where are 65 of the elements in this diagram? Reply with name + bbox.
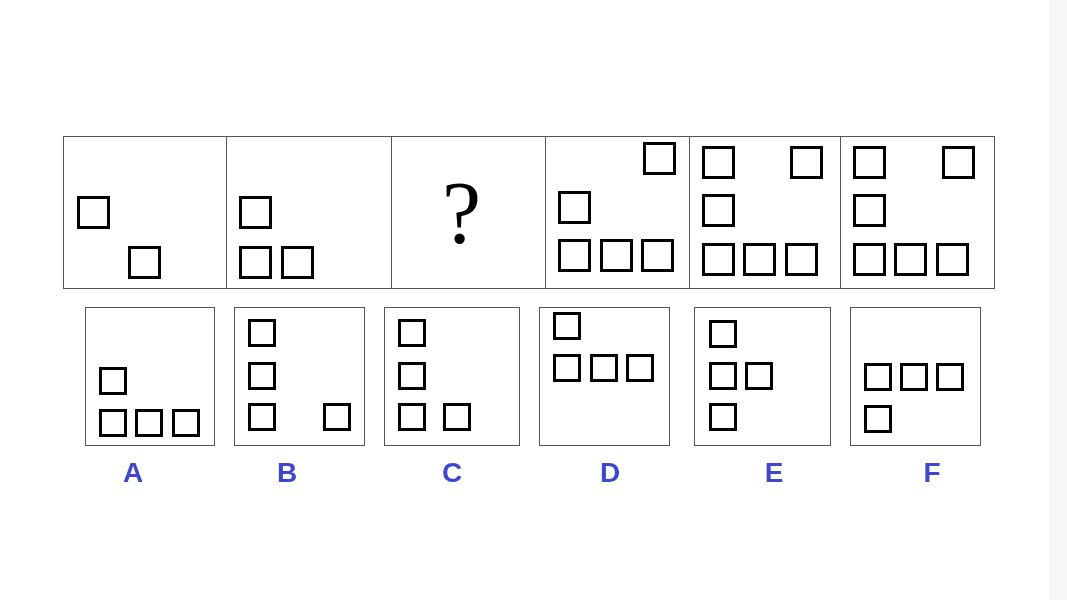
square xyxy=(171,408,200,437)
square xyxy=(238,245,272,279)
square xyxy=(247,318,276,347)
square xyxy=(640,238,674,272)
square xyxy=(899,362,928,391)
square xyxy=(863,404,892,433)
option-letter: C xyxy=(441,459,463,487)
square xyxy=(863,362,892,391)
square xyxy=(589,353,618,382)
option-panel xyxy=(539,307,670,446)
square xyxy=(744,361,773,390)
square xyxy=(76,195,110,229)
square xyxy=(247,361,276,390)
option-panel xyxy=(384,307,520,446)
option-panel xyxy=(85,307,215,446)
square xyxy=(893,242,927,276)
square xyxy=(280,245,314,279)
square xyxy=(134,408,163,437)
option-letter: D xyxy=(599,459,621,487)
square xyxy=(599,238,633,272)
square xyxy=(935,362,964,391)
puzzle-panel xyxy=(391,136,546,289)
puzzle-panel xyxy=(840,136,995,289)
square xyxy=(935,242,969,276)
square xyxy=(397,361,426,390)
option-letter: B xyxy=(276,459,298,487)
square xyxy=(701,193,735,227)
square xyxy=(784,242,818,276)
square xyxy=(442,402,471,431)
puzzle-panel xyxy=(226,136,392,289)
question-mark: ? xyxy=(441,168,482,257)
puzzle-panel xyxy=(689,136,841,289)
square xyxy=(552,311,581,340)
square xyxy=(247,402,276,431)
square xyxy=(642,141,676,175)
square xyxy=(238,195,272,229)
square xyxy=(397,402,426,431)
square xyxy=(789,145,823,179)
option-panel xyxy=(694,307,831,446)
square xyxy=(322,402,351,431)
square xyxy=(701,242,735,276)
square xyxy=(397,318,426,347)
square xyxy=(557,238,591,272)
puzzle-panel xyxy=(63,136,227,289)
option-letter: E xyxy=(764,459,784,487)
square xyxy=(127,245,161,279)
square xyxy=(98,408,127,437)
option-letter: A xyxy=(122,459,144,487)
square xyxy=(708,402,737,431)
option-letter: F xyxy=(923,459,941,487)
square xyxy=(625,353,654,382)
square xyxy=(941,145,975,179)
square xyxy=(852,193,886,227)
square xyxy=(552,353,581,382)
square xyxy=(852,145,886,179)
square xyxy=(701,145,735,179)
option-panel xyxy=(234,307,365,446)
square xyxy=(852,242,886,276)
square xyxy=(708,361,737,390)
square xyxy=(708,319,737,348)
square xyxy=(557,190,591,224)
square xyxy=(98,366,127,395)
puzzle-panel xyxy=(545,136,690,289)
option-panel xyxy=(850,307,981,446)
square xyxy=(742,242,776,276)
